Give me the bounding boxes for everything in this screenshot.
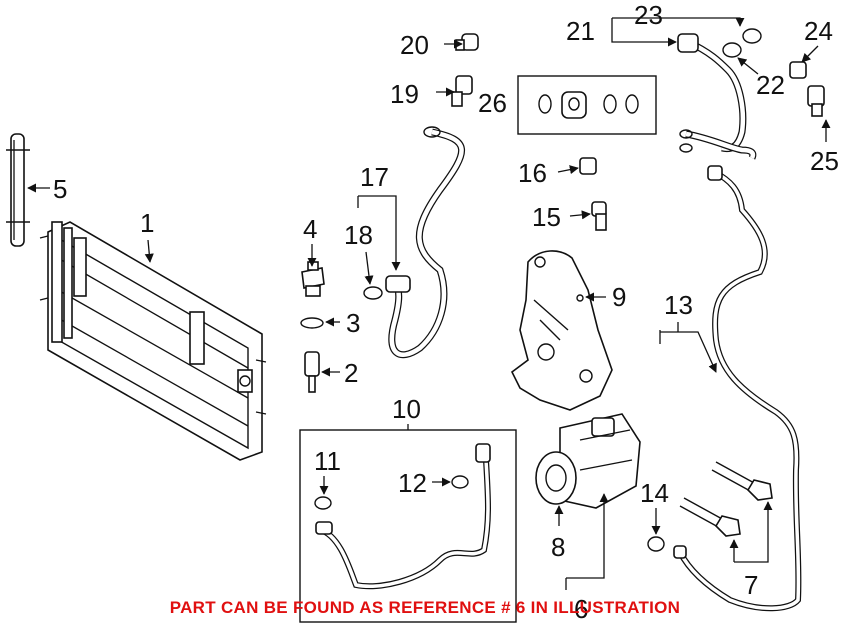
callout-26: 26 <box>478 88 507 118</box>
valve-15-part <box>591 201 607 231</box>
callout-labels: 1 2 3 4 5 6 7 8 9 10 11 12 13 14 15 16 1… <box>53 0 839 624</box>
callout-25: 25 <box>810 146 839 176</box>
cap-20-part <box>455 33 479 51</box>
ac-compressor-part <box>535 413 641 509</box>
o-ring-3-part <box>300 317 324 329</box>
leader-lines <box>27 17 831 590</box>
callout-24: 24 <box>804 16 833 46</box>
callout-6: 6 <box>574 594 588 624</box>
callout-17: 17 <box>360 162 389 192</box>
hose-assembly-box <box>299 429 517 623</box>
pressure-switch-part <box>301 261 325 297</box>
callout-4: 4 <box>303 214 317 244</box>
compressor-bracket-part <box>510 250 613 411</box>
callout-7: 7 <box>744 570 758 600</box>
callout-10: 10 <box>392 394 421 424</box>
callout-8: 8 <box>551 532 565 562</box>
sensor-19-part <box>451 75 473 107</box>
pressure-line-21-part <box>677 33 757 160</box>
cap-24-part <box>789 61 807 79</box>
o-ring-12-part <box>451 475 469 489</box>
reference-note: PART CAN BE FOUND AS REFERENCE # 6 IN IL… <box>169 598 681 617</box>
callout-1: 1 <box>140 208 154 238</box>
callout-12: 12 <box>398 468 427 498</box>
o-ring-22-part <box>722 42 742 58</box>
callout-20: 20 <box>400 30 429 60</box>
callout-19: 19 <box>390 79 419 109</box>
valve-core-part <box>304 351 320 393</box>
callout-9: 9 <box>612 282 626 312</box>
callout-11: 11 <box>314 446 341 476</box>
o-ring-14-part <box>647 536 665 552</box>
o-ring-23-part <box>742 28 762 44</box>
callout-23: 23 <box>634 0 663 30</box>
callout-18: 18 <box>344 220 373 250</box>
pressure-line-13-part <box>673 165 802 612</box>
cap-16-part <box>579 157 597 175</box>
callout-15: 15 <box>532 202 561 232</box>
bolt-lower-part <box>679 497 741 537</box>
callout-2: 2 <box>344 358 358 388</box>
callout-5: 5 <box>53 174 67 204</box>
callout-21: 21 <box>566 16 595 46</box>
seal-kit-part <box>517 75 657 135</box>
callout-14: 14 <box>640 478 669 508</box>
bolt-upper-part <box>711 461 773 501</box>
callout-13: 13 <box>664 290 693 320</box>
o-ring-18-part <box>363 286 383 300</box>
callout-22: 22 <box>756 70 785 100</box>
o-ring-11-part <box>314 496 332 510</box>
callout-16: 16 <box>518 158 547 188</box>
sensor-25-part <box>807 85 825 117</box>
suction-hose-part <box>385 126 465 359</box>
receiver-drier-part <box>6 133 30 247</box>
condenser-part <box>39 221 267 461</box>
callout-3: 3 <box>346 308 360 338</box>
